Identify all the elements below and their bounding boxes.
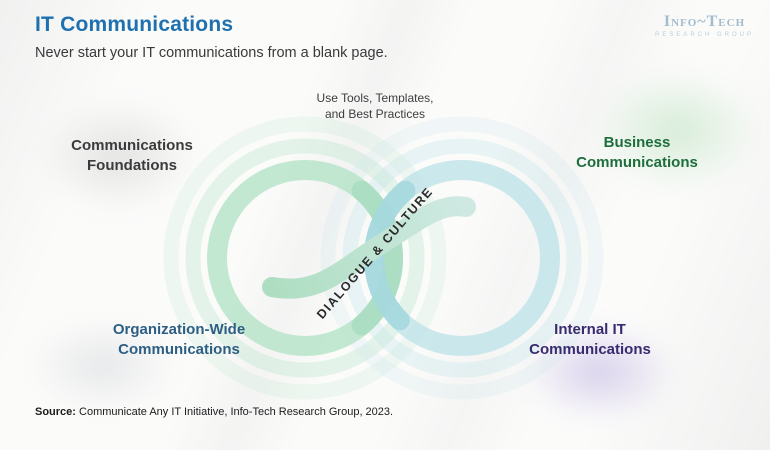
node-line2: Communications [529,340,651,358]
use-tools-line1: Use Tools, Templates, [316,91,434,105]
node-line1: Internal IT [554,321,626,338]
logo-wordmark: Info~Tech [663,13,746,30]
source-text: Communicate Any IT Initiative, Info-Tech… [75,406,394,418]
node-internal-it-communications: Internal IT Communications [480,320,700,359]
page-title: IT Communications [35,13,234,36]
node-line2: Foundations [87,156,177,174]
source-label: Source: [35,406,76,418]
left-loop-echo-outer [163,116,447,400]
source-citation: Source: Communicate Any IT Initiative, I… [35,406,393,418]
node-line1: Organization-Wide [112,321,246,338]
left-loop-echo-inner [185,138,425,378]
right-loop-echo-outer [320,116,604,400]
node-line1: Business [603,134,671,151]
page-subtitle: Never start your IT communications from … [35,45,388,61]
node-line2: Communications [576,153,698,171]
node-line1: Communications [71,137,193,154]
node-line2: Communications [118,340,240,358]
s-curve-stroke [262,196,476,299]
infotech-logo: Info~Tech RESEARCH GROUP [655,13,754,38]
use-tools-line2: and Best Practices [324,107,426,122]
left-loop-accent-arc [351,180,404,336]
node-business-communications: Business Communications [527,133,747,172]
logo-subtext: RESEARCH GROUP [654,32,754,38]
node-organization-wide-communications: Organization-Wide Communications [59,320,299,359]
use-tools-label: Use Tools, Templates, and Best Practices [317,90,434,122]
node-communications-foundations: Communications Foundations [22,136,242,175]
